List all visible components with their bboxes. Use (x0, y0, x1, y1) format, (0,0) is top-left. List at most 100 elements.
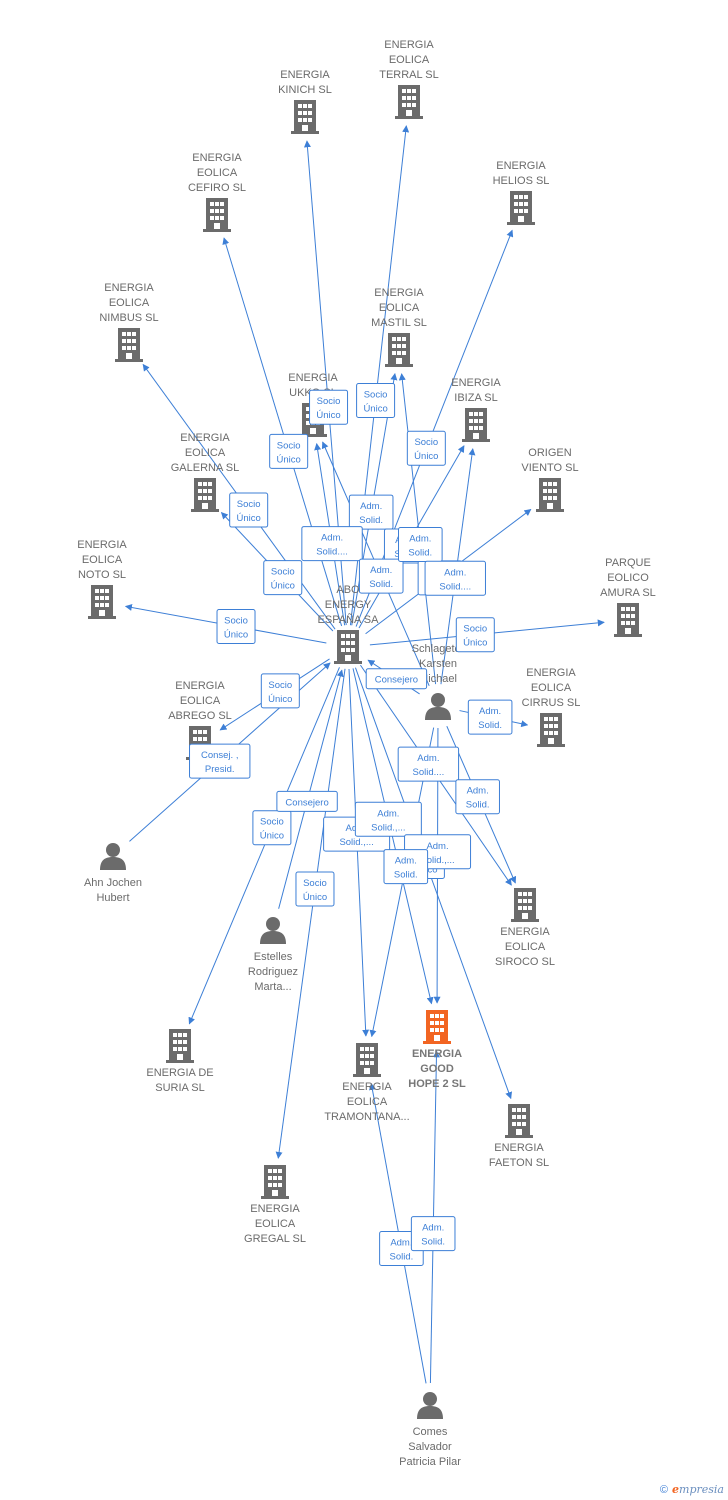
relation-label-estelles-abo[interactable]: Consejero (276, 790, 338, 812)
relation-label-schlageter-ukko[interactable]: Adm.Solid. (358, 558, 404, 594)
node-label-line: MASTIL SL (371, 317, 427, 329)
relation-label-schlageter-cirrus[interactable]: Adm.Solid. (467, 699, 513, 735)
building-icon (505, 1104, 533, 1138)
svg-text:Solid.: Solid. (369, 579, 393, 590)
node-label-line: HELIOS SL (493, 175, 550, 187)
svg-text:Adm.: Adm. (409, 534, 431, 545)
node-label-line: ENERGIA (192, 152, 242, 164)
svg-text:Socio: Socio (260, 817, 284, 828)
node-label-line: EOLICA (531, 682, 572, 694)
node-label-line: Rodriguez (248, 966, 298, 978)
node-label-line: EOLICA (379, 302, 420, 314)
svg-text:Solid....: Solid.... (316, 547, 348, 558)
svg-text:Único: Único (463, 638, 487, 649)
relation-label-schlageter-mastil[interactable]: Adm. Solid. (398, 527, 443, 563)
node-label-line: ENERGIA (451, 377, 501, 389)
svg-text:Único: Único (271, 581, 295, 592)
relation-label-comes-goodhope[interactable]: Adm.Solid. (410, 1216, 456, 1252)
node-label-line: Schlageter (412, 643, 465, 655)
node-label-line: PARQUE (605, 557, 651, 569)
svg-text:Socio: Socio (277, 440, 301, 451)
building-icon (536, 478, 564, 512)
node-label-line: ENERGIA (496, 160, 546, 172)
relation-label-ahn-abo[interactable]: Consej. ,Presid. (189, 743, 251, 779)
relation-label-schlageter-tramontana[interactable]: Adm.Solid. (383, 849, 429, 885)
node-label-line: ENERGIA (280, 69, 330, 81)
svg-text:Adm.: Adm. (426, 841, 448, 852)
building-icon (353, 1043, 381, 1077)
svg-text:Socio: Socio (271, 567, 295, 578)
svg-text:Adm.: Adm. (467, 786, 489, 797)
svg-text:Único: Único (316, 410, 340, 421)
focus-building-icon (423, 1010, 451, 1044)
node-label-line: CEFIRO SL (188, 182, 246, 194)
relation-label-abo-goodhope[interactable]: Adm.Solid.,... (354, 801, 422, 837)
relation-label-abo-ukko[interactable]: Adm.Solid.... (301, 526, 363, 562)
node-label-line: SURIA SL (155, 1082, 205, 1094)
building-icon (462, 408, 490, 442)
node-label-line: ENERGIA (384, 39, 434, 51)
node-label-line: ENERGIA DE (146, 1067, 213, 1079)
svg-text:Único: Único (303, 892, 327, 903)
node-label-line: HOPE 2 SL (408, 1078, 466, 1090)
node-estelles[interactable]: EstellesRodriguezMarta... (248, 917, 298, 993)
relation-label-abo-mastil[interactable]: Adm.Solid. (348, 494, 394, 530)
svg-text:Consejero: Consejero (375, 675, 418, 686)
node-label-line: EOLICO (607, 572, 649, 584)
relation-label-abo-siroco[interactable]: Adm.Solid.... (397, 746, 460, 782)
node-label-line: ENERGIA (342, 1081, 392, 1093)
node-label-line: ENERGIA (77, 539, 127, 551)
person-icon (260, 917, 286, 944)
node-label-line: FAETON SL (489, 1157, 549, 1169)
node-label-line: ENERGIA (288, 372, 338, 384)
node-label-line: Karsten (419, 658, 457, 670)
node-label-line: EOLICA (197, 167, 238, 179)
node-suria[interactable]: ENERGIA DE SURIA SL (146, 1029, 214, 1094)
svg-text:Único: Único (277, 454, 301, 465)
node-label-line: Ahn Jochen (84, 877, 142, 889)
node-tramontana[interactable]: ENERGIAEOLICATRAMONTANA... (324, 1043, 410, 1123)
svg-text:Único: Único (268, 694, 292, 705)
node-helios[interactable]: ENERGIA HELIOS SL (493, 160, 550, 225)
relation-label-schlageter-ibiza[interactable]: Adm.Solid.... (424, 560, 486, 596)
node-label-line: EOLICA (109, 297, 150, 309)
relation-label-schlageter-siroco[interactable]: Adm.Solid. (455, 779, 500, 815)
node-label-line: VIENTO SL (521, 462, 578, 474)
footer-brand[interactable]: ©empresia (660, 1483, 724, 1496)
relation-label-schlageter-abo[interactable]: Consejero (365, 668, 428, 690)
node-label-line: GOOD (420, 1063, 454, 1075)
svg-text:Solid.: Solid. (478, 720, 502, 731)
node-cefiro[interactable]: ENERGIA EOLICA CEFIRO SL (188, 152, 246, 232)
svg-text:Solid.: Solid. (408, 548, 432, 559)
